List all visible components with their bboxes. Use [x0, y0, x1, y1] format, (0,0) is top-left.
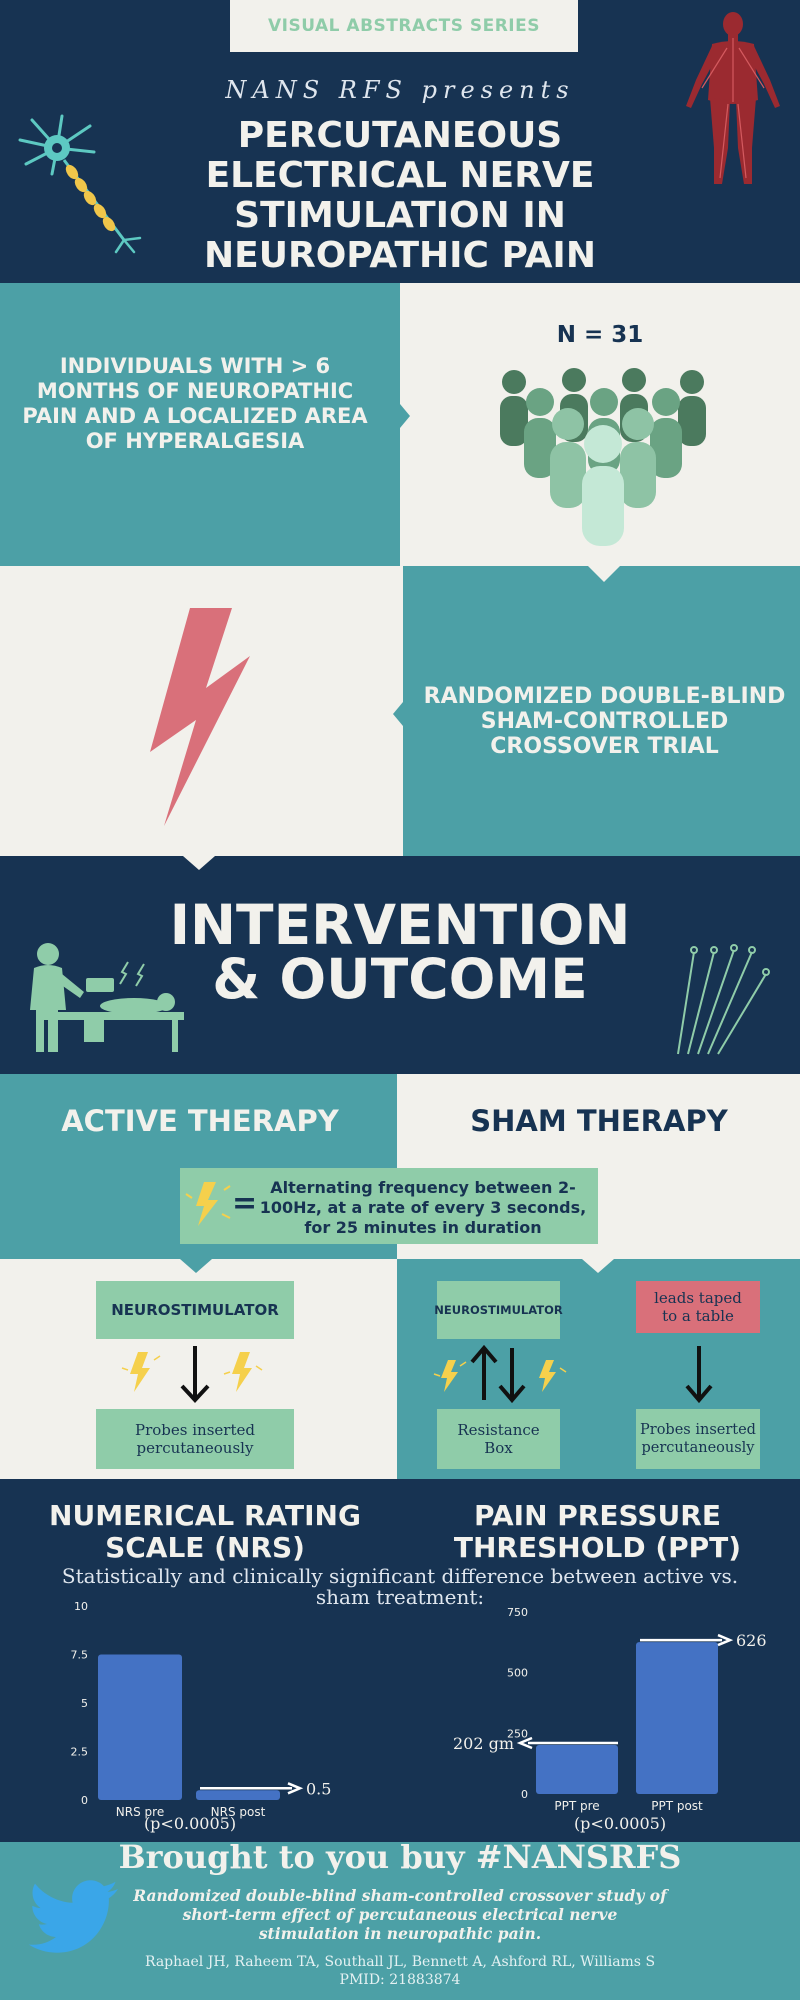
y-tick-label: 5	[81, 1697, 88, 1710]
annotation-label: 626 gm	[736, 1631, 770, 1650]
y-tick-label: 7.5	[71, 1649, 89, 1662]
presents-text: NANS RFS presents	[225, 76, 575, 104]
ppt-pvalue: (p<0.0005)	[573, 1814, 667, 1833]
nrs-pvalue: (p<0.0005)	[143, 1814, 237, 1833]
human-body-icon	[686, 12, 780, 184]
y-tick-label: 0	[81, 1794, 88, 1807]
bar	[98, 1654, 182, 1800]
sample-size-label: N = 31	[556, 322, 644, 348]
lightning-bolt-icon	[150, 608, 250, 826]
bar	[636, 1642, 718, 1794]
significance-statement: Statistically and clinically significant…	[61, 1564, 739, 1609]
footer-subtitle: Randomized double-blind sham-controlled …	[133, 1886, 667, 1943]
pointer-left-icon	[393, 702, 403, 726]
sham-leads-arrow	[685, 1346, 713, 1404]
y-tick-label: 2.5	[71, 1746, 89, 1759]
y-tick-label: 0	[521, 1788, 528, 1801]
neuron-icon	[18, 114, 142, 254]
footer-authors: Raphael JH, Raheem TA, Southall JL, Benn…	[144, 1954, 656, 1970]
sham-neurostimulator-box: NEUROSTIMULATOR	[434, 1281, 563, 1339]
active-flow-arrow	[121, 1346, 263, 1403]
study-design-label: RANDOMIZED DOUBLE-BLIND SHAM-CONTROLLED …	[423, 684, 786, 759]
x-tick-label: NRS pre	[116, 1805, 164, 1819]
y-tick-label: 10	[74, 1600, 88, 1613]
sham-leads-box: leads taped to a table	[636, 1281, 760, 1333]
annotation-arrow-head	[287, 1782, 304, 1795]
active-probes-box: Probes inserted percutaneously	[96, 1409, 294, 1469]
sham-flow-arrows	[433, 1344, 567, 1404]
crowd-icon	[500, 368, 706, 546]
x-tick-label: PPT pre	[554, 1799, 599, 1813]
pointer-down-icon-2	[183, 856, 215, 870]
series-banner: VISUAL ABSTRACTS SERIES	[230, 0, 578, 52]
y-tick-label: 750	[507, 1606, 528, 1619]
annotation-label: 0.5	[306, 1779, 331, 1798]
main-title: PERCUTANEOUS ELECTRICAL NERVE STIMULATIO…	[204, 115, 596, 276]
frequency-box	[180, 1168, 598, 1244]
population-panel	[0, 283, 400, 566]
bar	[536, 1744, 618, 1794]
pointer-down-icon	[588, 566, 620, 582]
footer-pmid: PMID: 21883874	[339, 1972, 461, 1988]
frequency-description: Alternating frequency between 2-100Hz, a…	[259, 1178, 587, 1237]
active-therapy-heading: ACTIVE THERAPY	[61, 1104, 339, 1138]
footer-title: Brought to you buy #NANSRFS	[118, 1838, 682, 1876]
y-tick-label: 250	[507, 1727, 528, 1740]
pointer-right-icon	[400, 404, 410, 428]
x-tick-label: NRS post	[211, 1805, 266, 1819]
footer-section	[0, 1842, 800, 2000]
twitter-bird-icon[interactable]	[28, 1880, 120, 1956]
design-panel	[403, 566, 800, 856]
equals-sign: =	[232, 1186, 258, 1221]
needles-icon	[677, 944, 770, 1055]
sham-probes-box: Probes inserted percutaneously	[636, 1409, 760, 1469]
intervention-section	[0, 856, 800, 1074]
population-description: INDIVIDUALS WITH > 6 MONTHS OF NEUROPATH…	[22, 354, 368, 453]
ppt-title: PAIN PRESSURE THRESHOLD (PPT)	[453, 1499, 742, 1564]
nrs-title: NUMERICAL RATING SCALE (NRS)	[49, 1499, 361, 1564]
spark-icon	[185, 1182, 231, 1226]
clinician-patient-icon	[30, 943, 184, 1052]
bar	[196, 1790, 280, 1800]
active-neurostimulator-box: NEUROSTIMULATOR	[96, 1281, 294, 1339]
sham-resistance-box: Resistance Box	[437, 1409, 560, 1469]
pointer-down-icon-4	[582, 1259, 614, 1273]
intervention-outcome-title: INTERVENTION & OUTCOME	[169, 893, 631, 1011]
y-tick-label: 500	[507, 1667, 528, 1680]
annotation-arrow-head	[717, 1633, 734, 1647]
annotation-arrow-head	[516, 1736, 533, 1750]
annotation-label: 202 gm	[453, 1734, 514, 1753]
pointer-down-icon-3	[180, 1259, 212, 1273]
x-tick-label: PPT post	[651, 1799, 703, 1813]
sham-therapy-heading: SHAM THERAPY	[470, 1104, 728, 1138]
